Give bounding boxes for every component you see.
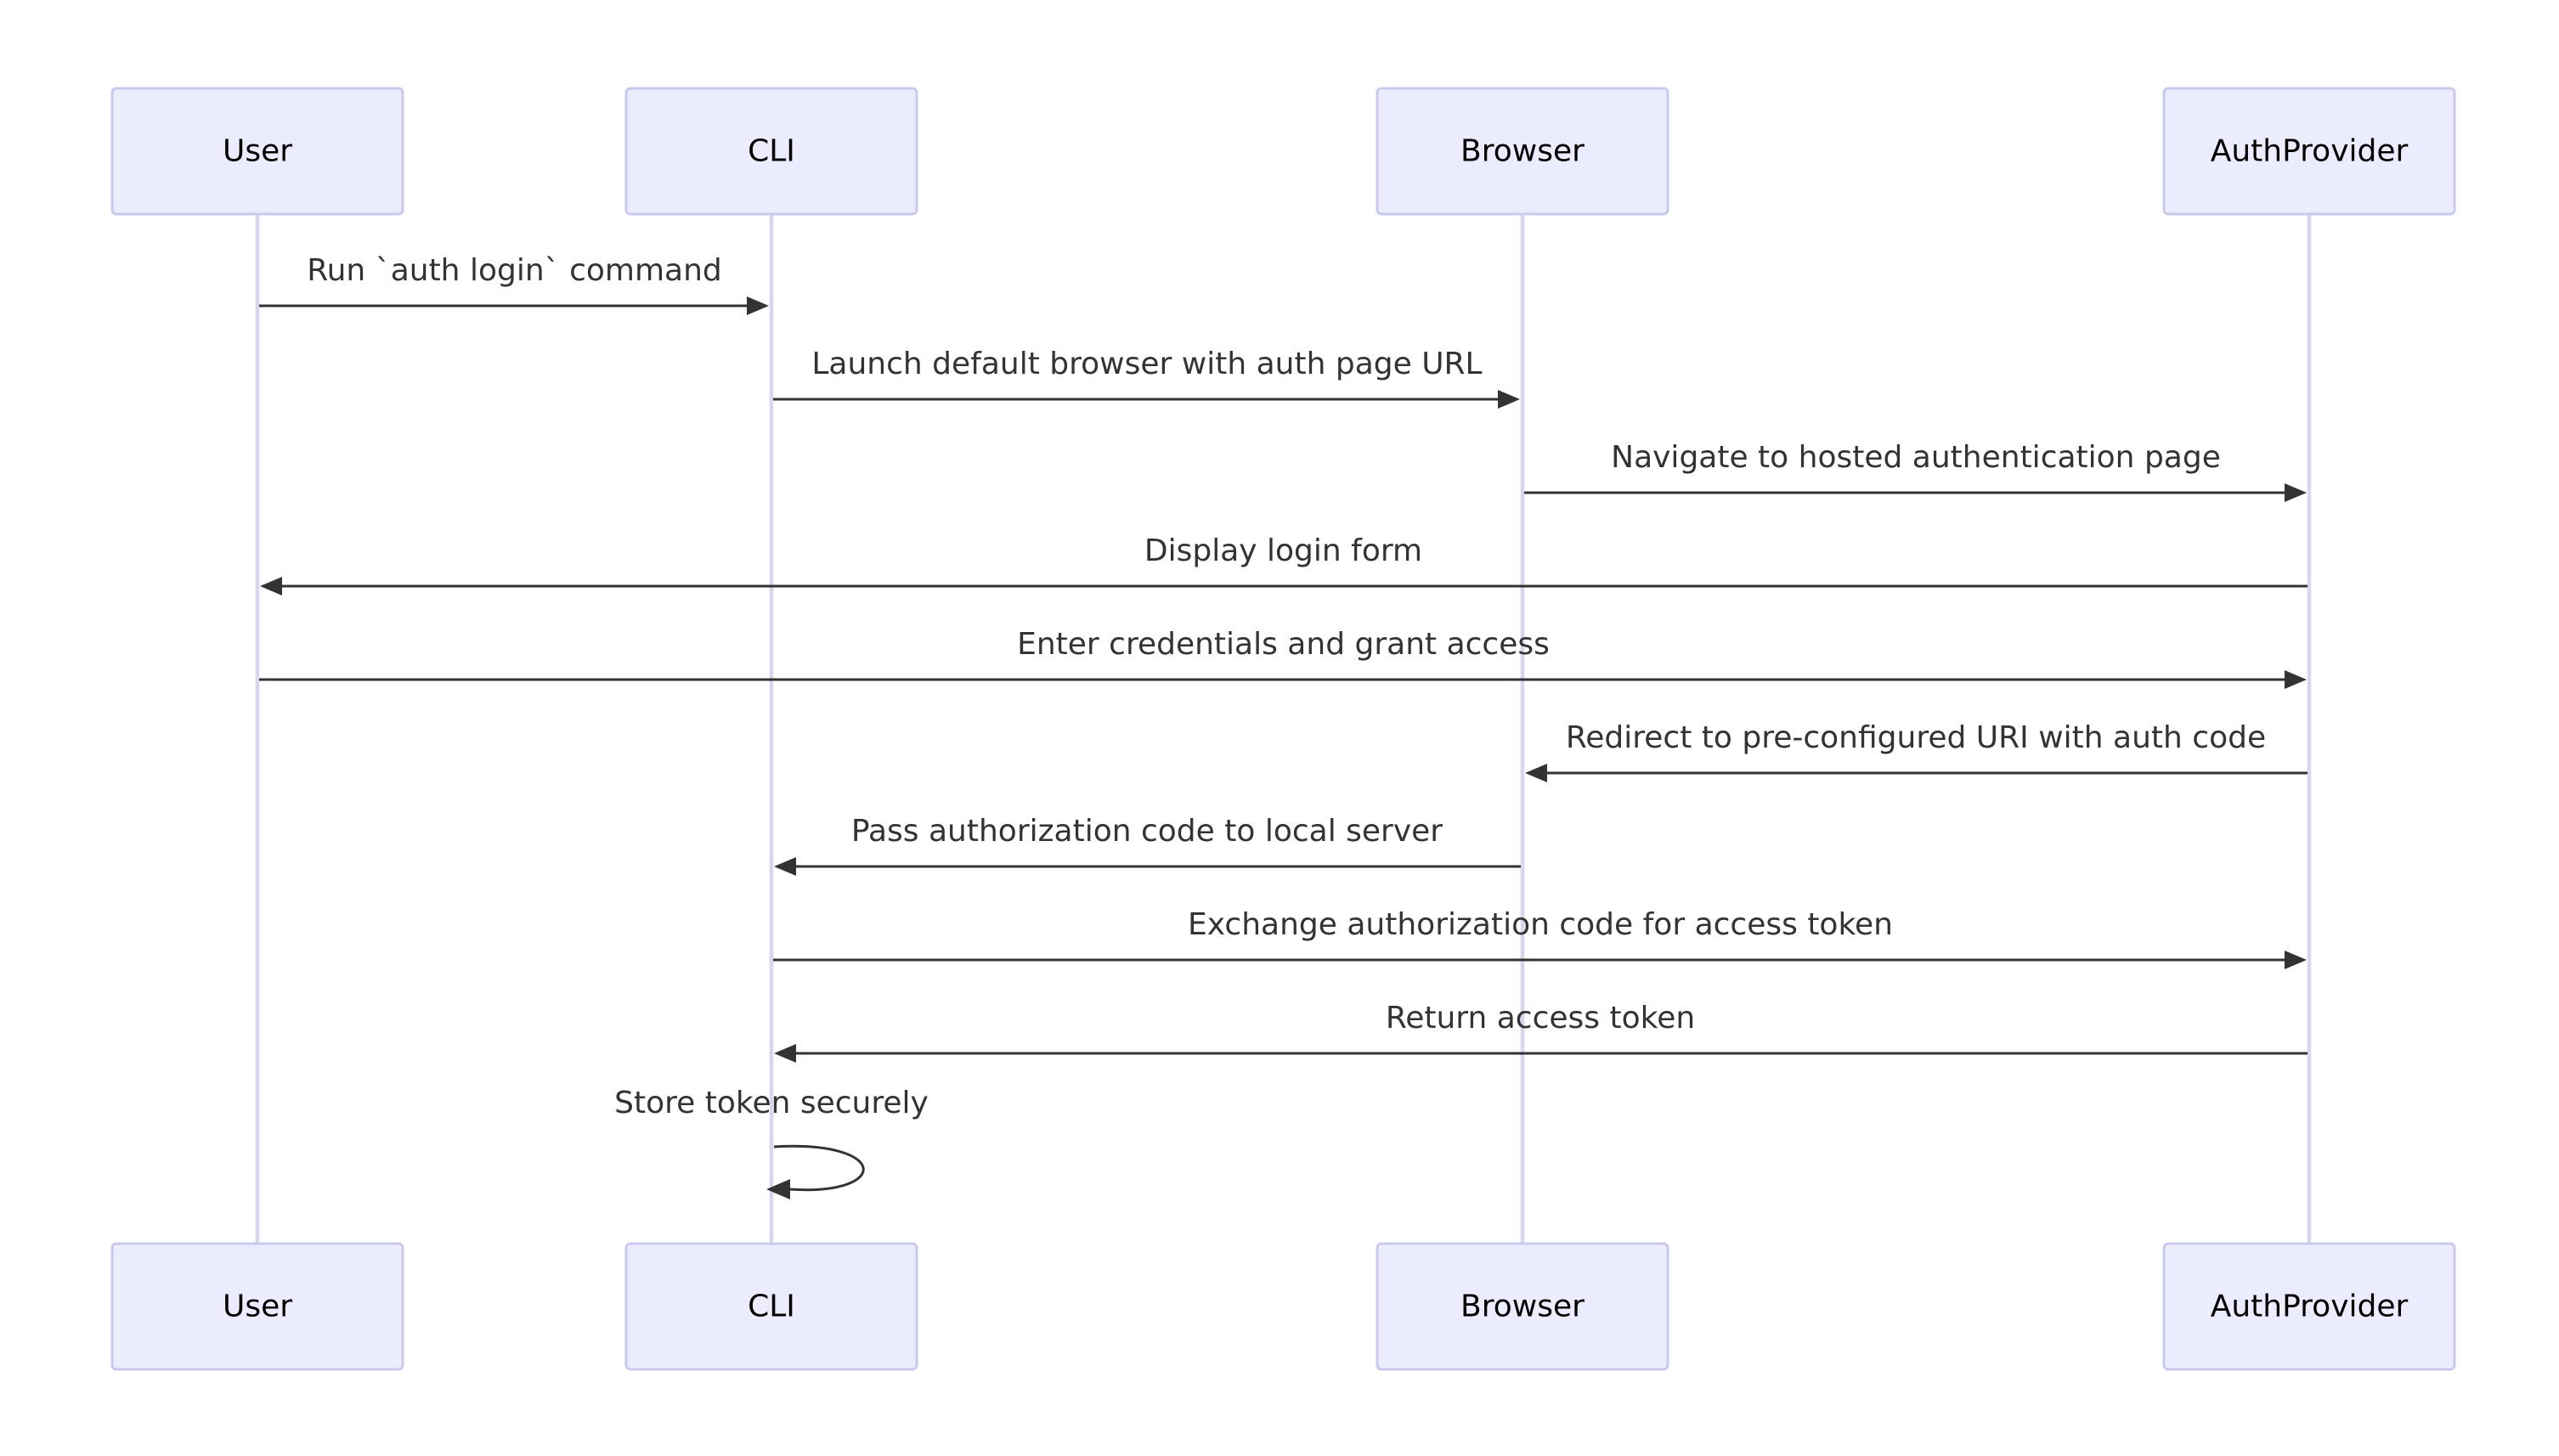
actor-top-authprovider: AuthProvider: [2162, 87, 2456, 216]
actor-box: [624, 1242, 918, 1371]
message-9: Return access token: [774, 1001, 2308, 1063]
actor-box: [1376, 87, 1669, 216]
arrowhead: [1525, 764, 1547, 782]
actor-label: Browser: [1460, 134, 1585, 169]
message-label: Launch default browser with auth page UR…: [811, 347, 1482, 381]
actor-box: [624, 87, 918, 216]
message-line: [773, 1144, 865, 1192]
actor-label: Browser: [1460, 1290, 1585, 1324]
message-7: Pass authorization code to local server: [774, 814, 1521, 876]
message-1: Run `auth login` command: [259, 253, 769, 315]
actor-label: CLI: [748, 1290, 795, 1324]
message-6: Redirect to pre-configured URI with auth…: [1525, 720, 2308, 782]
arrowhead: [2285, 670, 2307, 689]
arrowhead: [766, 1179, 790, 1199]
message-label: Pass authorization code to local server: [851, 814, 1443, 849]
actor-box: [2162, 87, 2456, 216]
lifelines: [255, 214, 2312, 1244]
actor-top-browser: Browser: [1376, 87, 1669, 216]
message-label: Exchange authorization code for access t…: [1188, 907, 1893, 942]
actor-box: [1376, 1242, 1669, 1371]
actor-box: [110, 87, 404, 216]
message-8: Exchange authorization code for access t…: [773, 907, 2307, 969]
actor-bottom-authprovider: AuthProvider: [2162, 1242, 2456, 1371]
actor-top-cli: CLI: [624, 87, 918, 216]
message-label: Redirect to pre-configured URI with auth…: [1566, 720, 2266, 755]
message-label: Display login form: [1144, 533, 1422, 568]
message-3: Navigate to hosted authentication page: [1524, 440, 2307, 502]
actor-box: [2162, 1242, 2456, 1371]
actor-label: CLI: [748, 134, 795, 169]
message-label: Run `auth login` command: [307, 253, 722, 288]
message-label: Store token securely: [614, 1086, 929, 1120]
actor-label: AuthProvider: [2211, 134, 2409, 169]
message-4: Display login form: [260, 533, 2308, 595]
arrowhead: [774, 857, 796, 876]
actor-bottom-user: User: [110, 1242, 404, 1371]
message-label: Return access token: [1386, 1001, 1695, 1036]
actor-bottom-browser: Browser: [1376, 1242, 1669, 1371]
actors-bottom: User CLI Browser AuthProvider: [110, 1242, 2456, 1371]
message-label: Navigate to hosted authentication page: [1611, 440, 2221, 475]
arrowhead: [1498, 390, 1520, 409]
message-2: Launch default browser with auth page UR…: [773, 347, 1520, 409]
actors-top: User CLI Browser AuthProvider: [110, 87, 2456, 216]
actor-label: User: [223, 1290, 292, 1324]
message-10: Store token securely: [614, 1086, 929, 1199]
arrowhead: [260, 577, 282, 595]
message-label: Enter credentials and grant access: [1017, 627, 1550, 662]
actor-label: AuthProvider: [2211, 1290, 2409, 1324]
arrowhead: [2285, 483, 2307, 502]
arrowhead: [747, 296, 769, 315]
actor-label: User: [223, 134, 292, 169]
actor-box: [110, 1242, 404, 1371]
actor-top-user: User: [110, 87, 404, 216]
actor-bottom-cli: CLI: [624, 1242, 918, 1371]
arrowhead: [2285, 951, 2307, 969]
arrowhead: [774, 1044, 796, 1063]
message-5: Enter credentials and grant access: [259, 627, 2307, 689]
